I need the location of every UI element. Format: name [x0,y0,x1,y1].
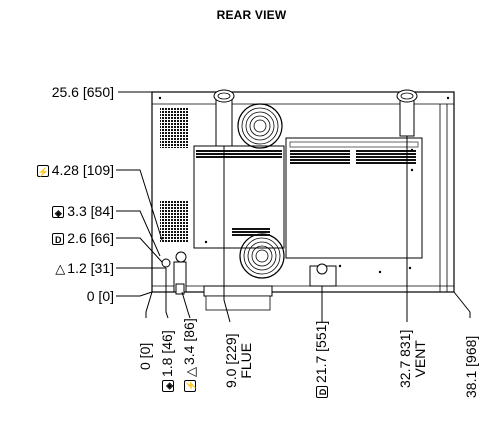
left-grille-top [160,108,188,148]
label-bottom-vent: 32.7 831] VENT [397,329,428,388]
connections [161,251,187,295]
cabinet-outline [151,91,455,293]
label-zero-height: 0 [0] [86,288,114,304]
label-bottom-water: ◈1.8 [46] [159,330,175,392]
left-grille-bottom [160,200,188,242]
drain-fitting [309,263,337,287]
bottom-leaders [145,136,471,323]
water-icon: ◈ [162,380,175,392]
fan-bottom [239,233,285,279]
label-bottom-flue: 9.0 [229] FLUE [223,333,254,389]
drain-icon: D [316,386,329,398]
left-leaders [116,91,166,297]
label-bottom-gas-electric: ⚡△3.4 [86] [181,318,198,392]
drain-icon: D [52,233,65,246]
fan-top [237,103,283,149]
label-electrical-height: ⚡4.28 [109] [36,162,114,178]
label-gas-height: △1.2 [31] [55,260,114,277]
label-bottom-drain: D21.7 [551] [313,321,329,398]
gas-icon: △ [55,261,66,277]
electrical-icon: ⚡ [36,165,49,178]
label-water-height: ◈3.3 [84] [52,203,114,219]
label-height-total: 25.6 [650] [51,84,114,100]
vent-pipe [396,89,418,137]
electrical-icon: ⚡ [184,379,197,392]
label-bottom-right: 38.1 [968] [463,335,479,398]
page-title: REAR VIEW [216,8,287,22]
water-icon: ◈ [52,206,65,219]
gas-icon: △ [182,367,198,377]
flue-pipe [213,89,235,147]
label-bottom-zero: 0 [0] [137,342,153,370]
